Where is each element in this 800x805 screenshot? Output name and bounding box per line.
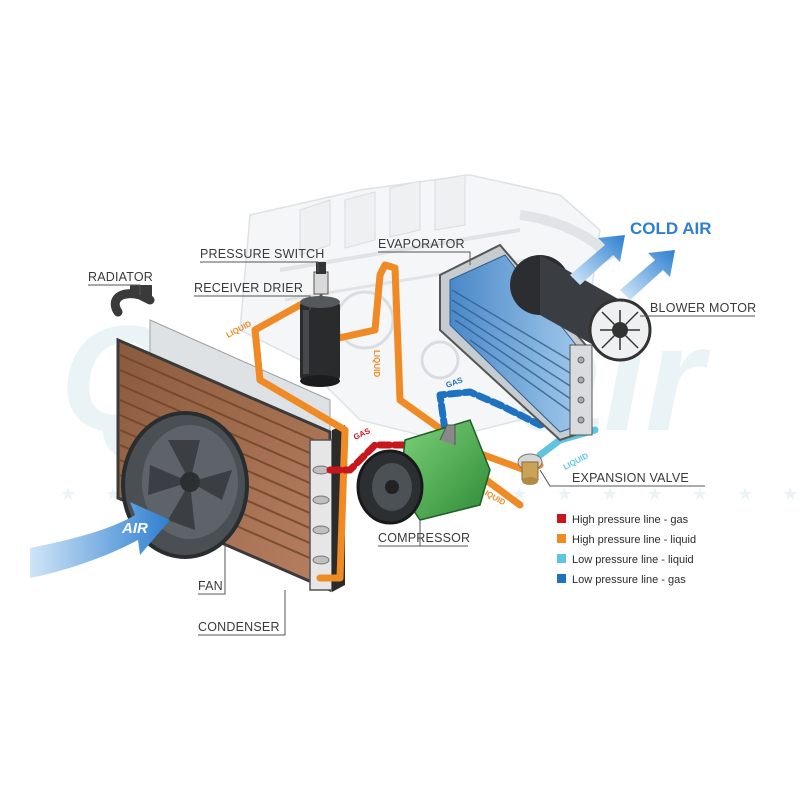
compressor <box>356 419 491 525</box>
cold-air-arrows: COLD AIR <box>570 219 712 300</box>
legend-label: Low pressure line - liquid <box>572 554 694 566</box>
line-drier-to-valve <box>326 261 544 474</box>
air-label: AIR <box>121 520 148 537</box>
label-blower-motor: BLOWER MOTOR <box>650 301 756 315</box>
cold-air-label: COLD AIR <box>630 219 712 238</box>
legend-swatch <box>557 514 566 523</box>
receiver-drier <box>300 296 340 387</box>
label-pressure-switch: PRESSURE SWITCH <box>200 247 325 261</box>
legend-item: Low pressure line - gas <box>557 574 686 586</box>
legend-label: High pressure line - liquid <box>572 534 696 546</box>
line-compressor-to-condenser <box>326 441 434 474</box>
pressure-switch <box>313 262 329 300</box>
evaporator <box>439 243 593 442</box>
legend-swatch <box>557 554 566 563</box>
legend-label: Low pressure line - gas <box>572 574 686 586</box>
blower-motor <box>510 255 652 362</box>
expansion-valve <box>517 453 543 485</box>
air-intake-arrow: AIR <box>30 502 170 578</box>
component-labels: PRESSURE SWITCH EVAPORATOR RADIATOR RECE… <box>88 237 756 636</box>
label-expansion-valve: EXPANSION VALVE <box>572 471 689 485</box>
label-receiver-drier: RECEIVER DRIER <box>194 281 303 295</box>
line-condenser-to-drier <box>251 301 349 582</box>
legend-item: High pressure line - liquid <box>557 534 696 546</box>
radiator-cap <box>130 285 152 297</box>
legend-item: Low pressure line - liquid <box>557 554 694 566</box>
label-fan: FAN <box>198 579 223 593</box>
legend-swatch <box>557 534 566 543</box>
pipe-label-liquid-b: LIQUID <box>372 350 381 377</box>
label-condenser: CONDENSER <box>198 620 280 634</box>
pipe-label-gas-b: GAS <box>352 426 372 442</box>
label-evaporator: EVAPORATOR <box>378 237 465 251</box>
legend-item: High pressure line - gas <box>557 514 689 526</box>
legend-swatch <box>557 574 566 583</box>
label-radiator: RADIATOR <box>88 270 153 284</box>
legend-label: High pressure line - gas <box>572 514 689 526</box>
label-compressor: COMPRESSOR <box>378 531 470 545</box>
